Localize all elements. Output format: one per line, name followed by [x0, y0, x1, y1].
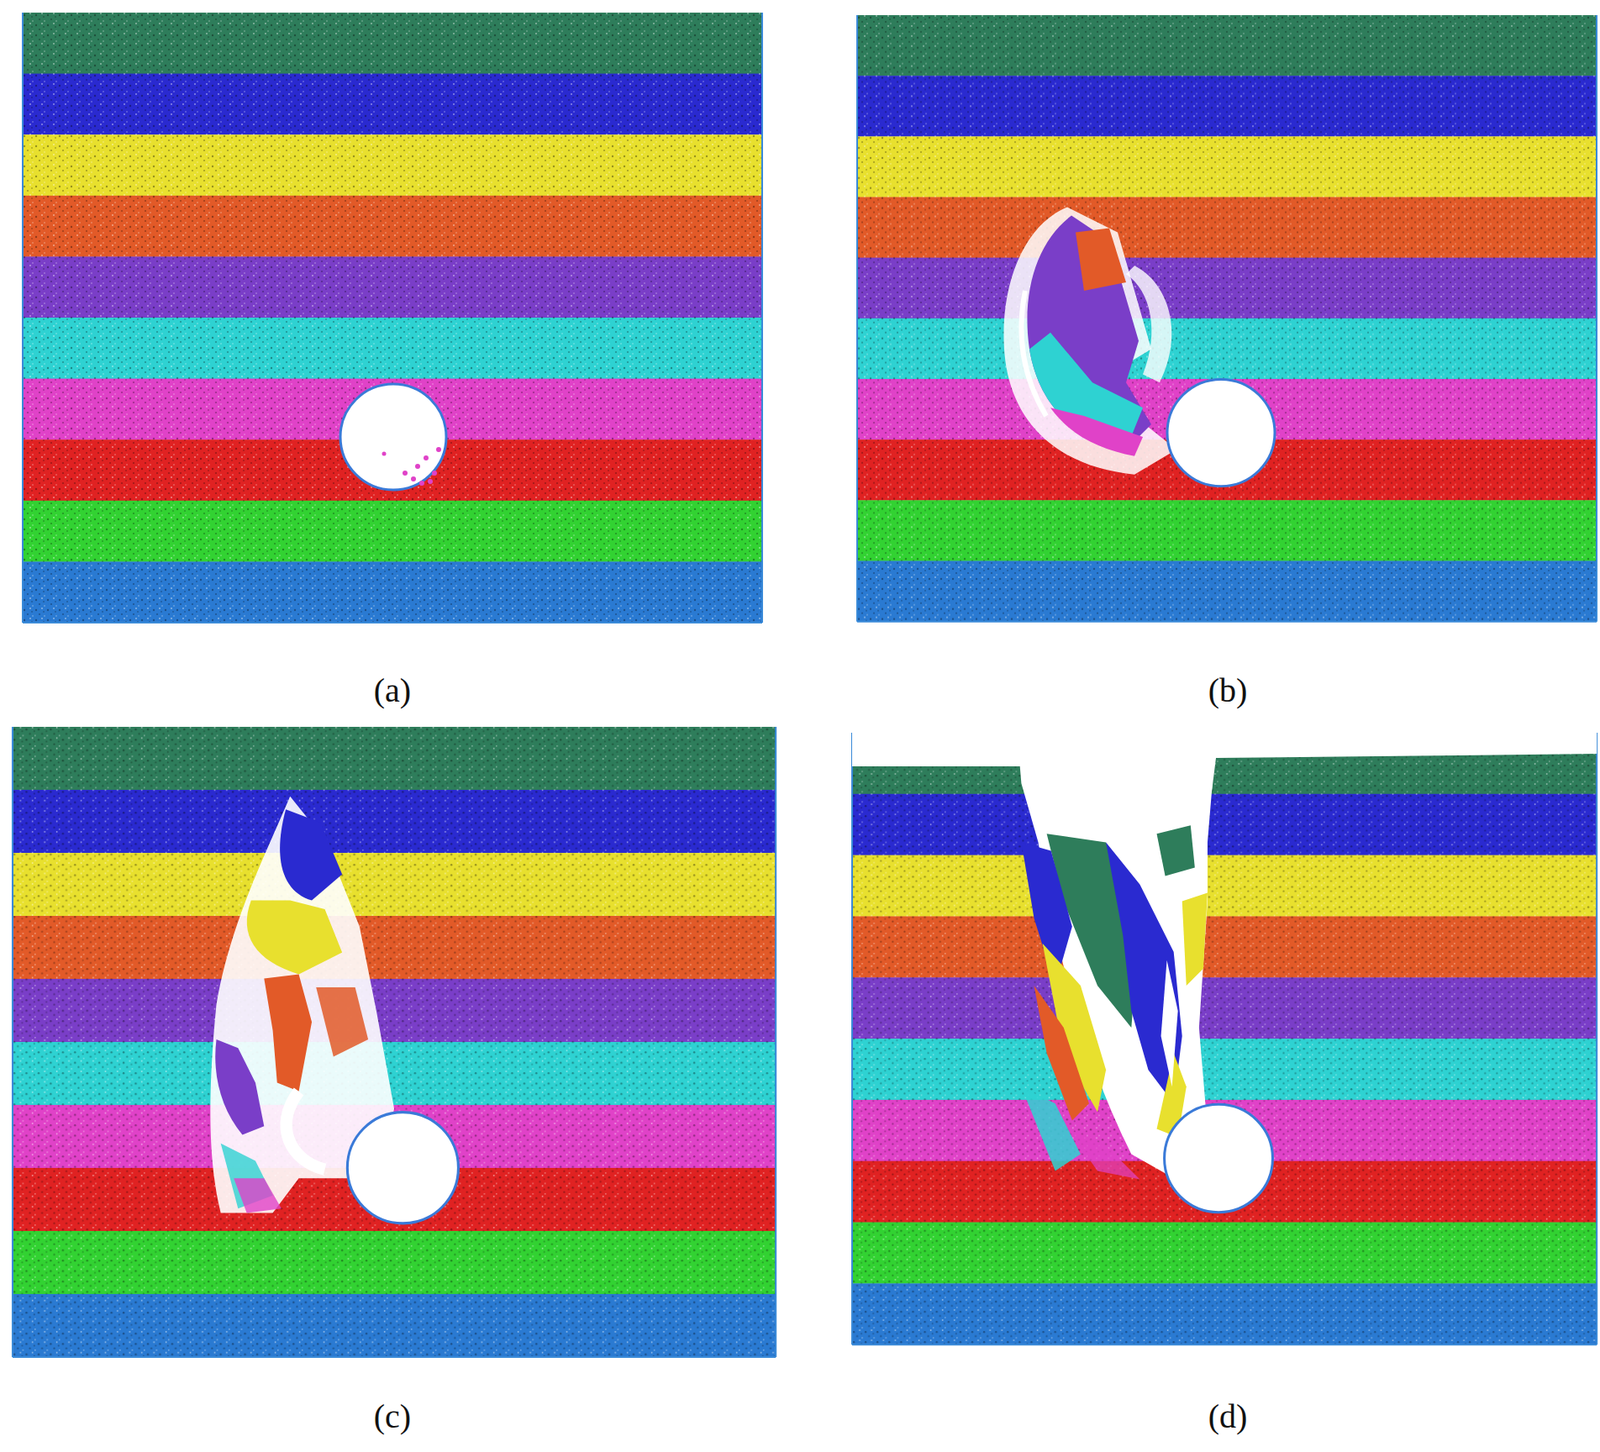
panel-label: (d)	[1208, 1396, 1248, 1437]
panel-b	[857, 15, 1597, 622]
panel-label: (c)	[373, 1396, 411, 1437]
panel-d	[852, 732, 1597, 1346]
panel-a	[22, 12, 763, 623]
panel-label: (a)	[373, 670, 411, 711]
panel-c	[12, 726, 776, 1358]
panel-label: (b)	[1208, 670, 1248, 711]
